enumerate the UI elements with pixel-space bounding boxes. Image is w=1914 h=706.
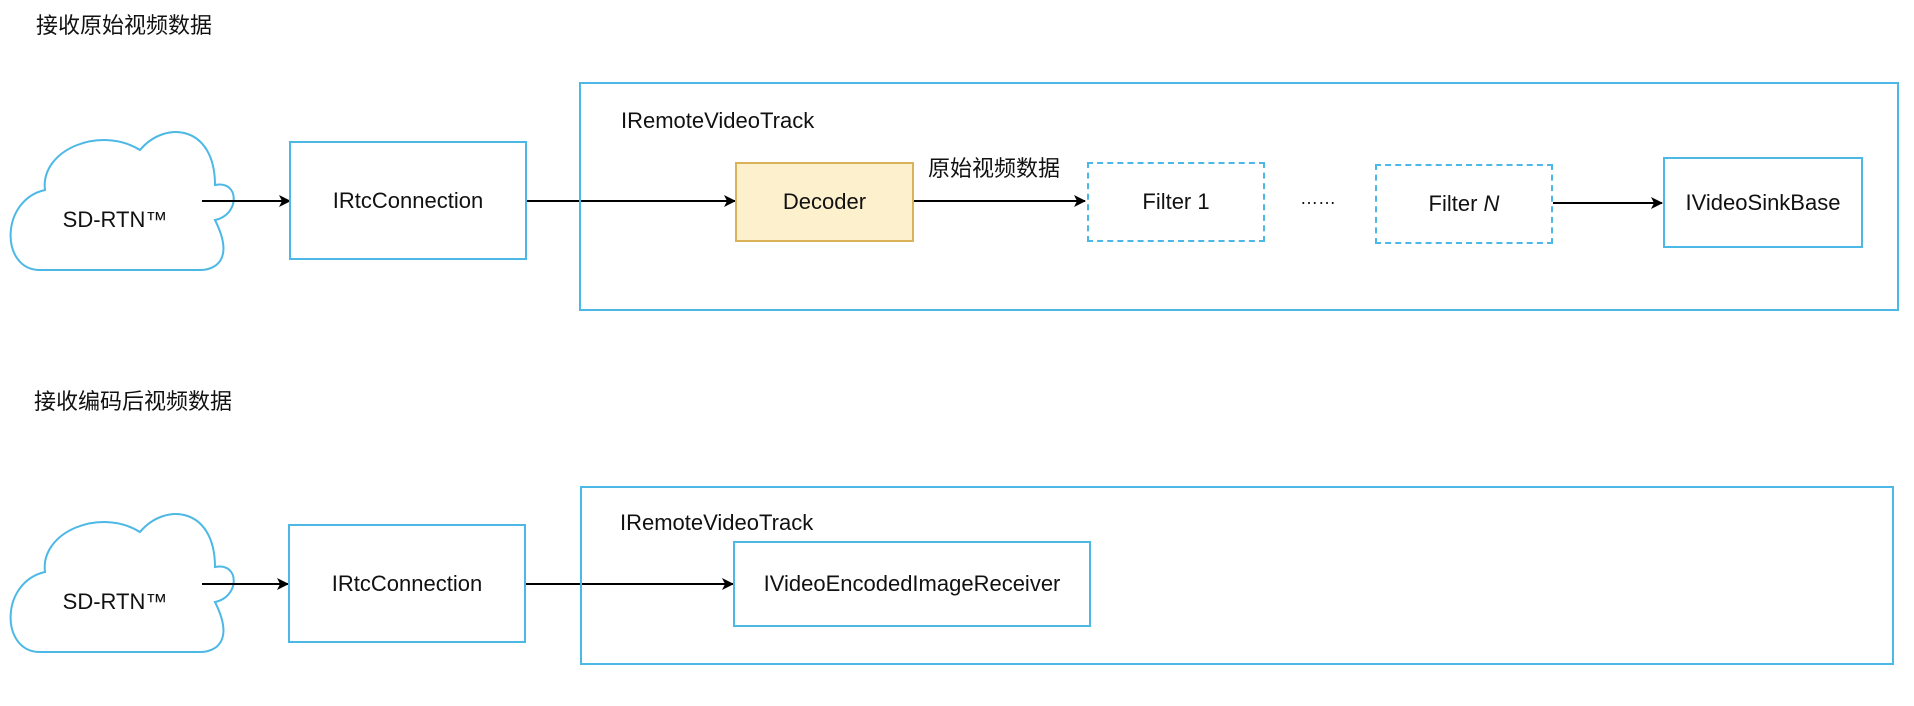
track-container-encoded — [580, 486, 1894, 665]
track-container-raw — [579, 82, 1899, 311]
track-label-encoded: IRemoteVideoTrack — [620, 510, 814, 535]
receiver-box: IVideoEncodedImageReceiver — [733, 541, 1091, 627]
filterN-box: Filter N — [1375, 164, 1553, 244]
raw-section-title: 接收原始视频数据 — [36, 14, 213, 39]
cloud-icon-encoded — [9, 513, 235, 653]
encoded-section-title: 接收编码后视频数据 — [34, 390, 233, 415]
cloud-label-encoded: SD-RTN™ — [62, 589, 168, 614]
decoder-box: Decoder — [735, 162, 914, 242]
connection-label-raw: IRtcConnection — [332, 187, 484, 213]
filter1-label: Filter 1 — [1142, 189, 1210, 214]
sink-label: IVideoSinkBase — [1685, 189, 1841, 215]
ellipsis-label: …… — [1300, 188, 1336, 208]
sink-box: IVideoSinkBase — [1663, 157, 1863, 248]
connection-box-encoded: IRtcConnection — [288, 524, 526, 643]
filterN-label: Filter N — [1429, 191, 1500, 217]
edge-label-raw-video: 原始视频数据 — [928, 157, 1061, 182]
filter1-box: Filter 1 — [1087, 162, 1265, 242]
cloud-icon-raw — [9, 131, 235, 271]
receiver-label: IVideoEncodedImageReceiver — [763, 571, 1061, 596]
filterN-suffix: N — [1483, 191, 1500, 216]
cloud-label-raw: SD-RTN™ — [62, 207, 168, 232]
filterN-prefix: Filter — [1428, 191, 1484, 216]
track-label-raw: IRemoteVideoTrack — [621, 108, 815, 133]
decoder-label: Decoder — [782, 189, 867, 214]
connection-label-encoded: IRtcConnection — [331, 570, 483, 596]
connection-box-raw: IRtcConnection — [289, 141, 527, 260]
